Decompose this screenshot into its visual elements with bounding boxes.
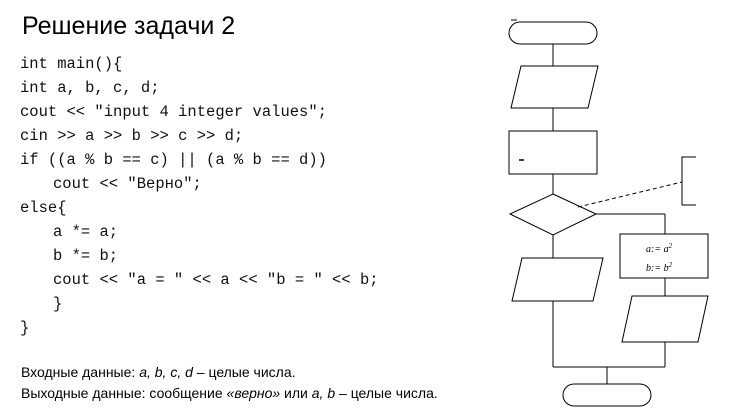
code-line: cout << "Верно"; [53, 175, 202, 193]
output-note-msg: «верно» [226, 385, 281, 401]
comment-bracket [681, 156, 696, 206]
code-line: if ((a % b == c) || (a % b == d)) [20, 151, 327, 169]
process-block [508, 130, 598, 175]
output-note-label: Выходные данные: сообщение [21, 385, 227, 401]
code-line: else{ [20, 199, 67, 217]
assignment-block [619, 233, 709, 279]
start-terminator [508, 21, 598, 45]
code-line: } [20, 319, 30, 337]
assign-a-text: a:= a2 [646, 242, 673, 255]
end-terminator [562, 383, 652, 407]
assign-b-text: b:= b2 [646, 261, 673, 274]
input-parallelogram [510, 65, 599, 109]
input-note-rest: – целые числа. [192, 364, 296, 380]
decision-diamond [508, 193, 598, 236]
code-line: b *= b; [53, 247, 119, 265]
output-note: Выходные данные: сообщение «верно» или a… [21, 383, 438, 404]
output-note-rest: – целые числа. [335, 385, 438, 401]
output-note-mid: или [280, 385, 312, 401]
code-line: int a, b, c, d; [20, 79, 160, 97]
code-line: a *= a; [53, 223, 119, 241]
code-line: } [53, 295, 63, 313]
code-line: cout << "a = " << a << "b = " << b; [53, 271, 379, 289]
io-notes: Входные данные: a, b, c, d – целые числа… [21, 362, 438, 404]
code-line: cout << "input 4 integer values"; [20, 103, 327, 121]
code-line: cin >> a >> b >> c >> d; [20, 127, 244, 145]
slide-title: Решение задачи 2 [22, 12, 236, 40]
input-note-label: Входные данные: [21, 364, 140, 380]
comment-dashed-line [577, 181, 683, 208]
output-parallelogram-left [511, 257, 604, 302]
code-block: int main(){ int a, b, c, d; cout << "inp… [20, 52, 379, 340]
input-note: Входные данные: a, b, c, d – целые числа… [21, 362, 438, 383]
code-line: int main(){ [20, 55, 123, 73]
input-note-vars: a, b, c, d [139, 364, 193, 380]
output-parallelogram-right [621, 295, 709, 343]
output-note-vars: a, b [311, 385, 336, 401]
